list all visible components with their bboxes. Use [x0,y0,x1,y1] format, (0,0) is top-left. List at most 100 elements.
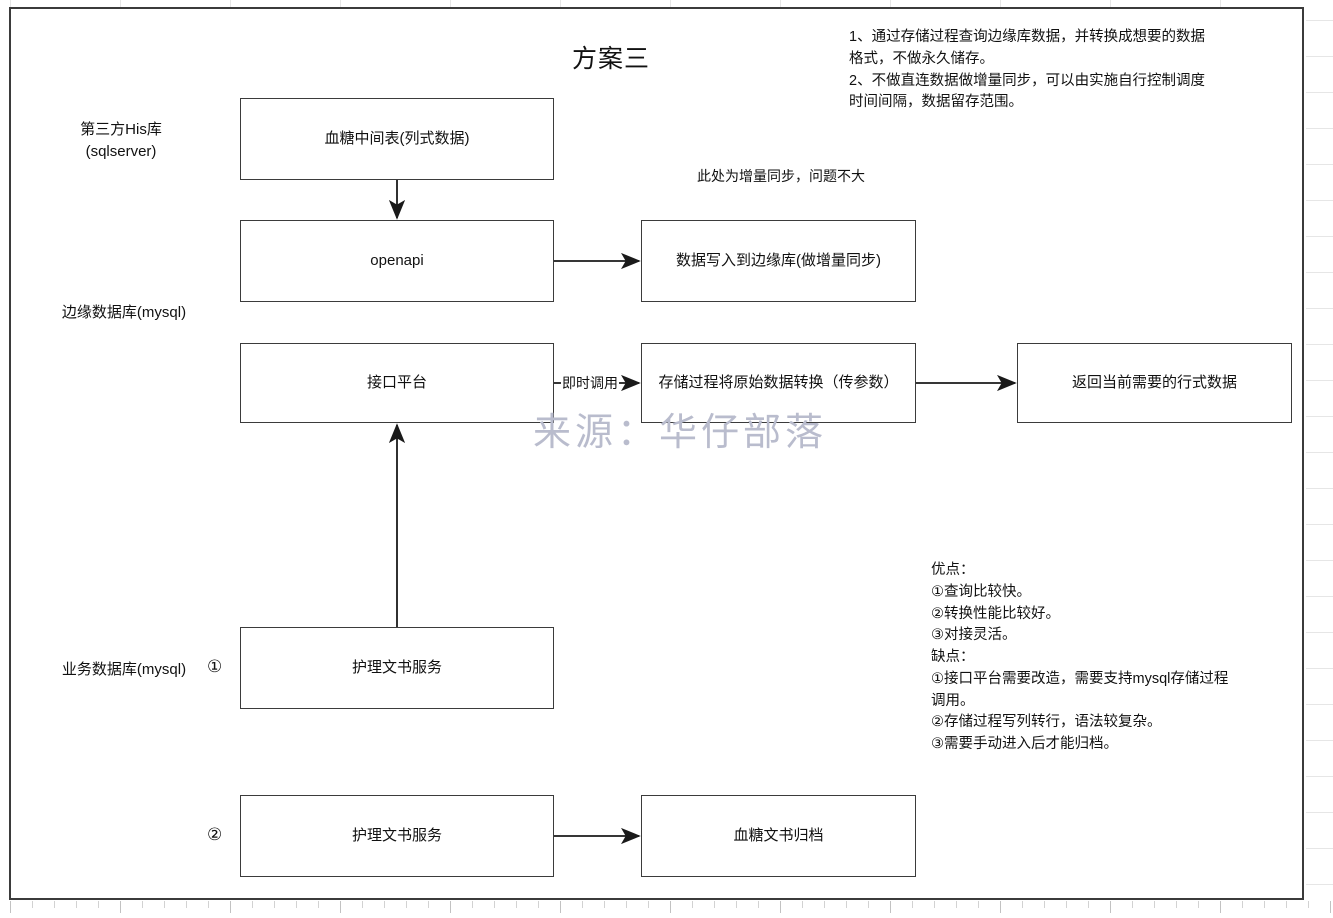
ruler-tick [340,0,341,8]
ruler-tick [1264,901,1265,908]
ruler-tick [582,901,583,908]
ruler-tick [1088,901,1089,908]
ruler-tick [670,901,671,913]
ruler-tick [692,901,693,908]
node-stored-procedure-transform-label: 存储过程将原始数据转换（传参数） [658,373,899,391]
ruler-tick [604,901,605,908]
node-glucose-mid-table-label: 血糖中间表(列式数据) [324,129,470,147]
ruler-tick [1306,452,1333,453]
ruler-tick [1154,901,1155,908]
ruler-tick [10,0,11,8]
node-glucose-mid-table[interactable]: 血糖中间表(列式数据) [240,98,554,180]
ruler-tick [978,901,979,908]
ruler-tick [1306,344,1333,345]
node-openapi-label: openapi [370,251,424,269]
ruler-tick [1132,901,1133,908]
ruler-tick [802,901,803,908]
side-label-his-db: 第三方His库 (sqlserver) [80,121,162,160]
node-write-to-edge-db-label: 数据写入到边缘库(做增量同步) [676,251,881,269]
ruler-tick [76,901,77,908]
ruler-tick [1306,524,1333,525]
ruler-tick [1306,380,1333,381]
ruler-tick [230,0,231,8]
ruler-tick [1306,272,1333,273]
node-nursing-doc-service-1[interactable]: 护理文书服务 [240,627,554,709]
side-label-edge-db: 边缘数据库(mysql) [61,304,187,321]
ruler-bottom [0,901,1333,918]
ruler-tick [98,901,99,908]
diagram-title: 方案三 [571,45,650,73]
node-return-row-data-label: 返回当前需要的行式数据 [1071,373,1237,391]
node-nursing-doc-service-2[interactable]: 护理文书服务 [240,795,554,877]
ruler-tick [846,901,847,908]
ruler-tick [296,901,297,908]
ruler-tick [252,901,253,908]
node-glucose-doc-archive-label: 血糖文书归档 [733,826,824,844]
ruler-tick [1306,596,1333,597]
ruler-tick [1306,884,1333,885]
ruler-tick [1306,488,1333,489]
ruler-tick [230,901,231,913]
ruler-tick [516,901,517,908]
note-pros-cons: 优点： ①查询比较快。 ②转换性能比较好。 ③对接灵活。 缺点： ①接口平台需要… [931,562,1229,752]
ruler-tick [32,901,33,908]
ruler-tick [934,901,935,908]
note-top-right: 1、通过存储过程查询边缘库数据，并转换成想要的数据 格式，不做永久储存。 2、不… [849,29,1206,111]
ruler-tick [1306,308,1333,309]
ruler-tick [1176,901,1177,908]
ruler-tick [780,0,781,8]
ruler-tick [736,901,737,908]
ruler-tick [1044,901,1045,908]
ruler-tick [538,901,539,908]
ruler-tick [384,901,385,908]
side-label-business-db: 业务数据库(mysql) [61,661,187,678]
ruler-tick [428,901,429,908]
node-interface-platform-label: 接口平台 [366,373,427,391]
ruler-tick [714,901,715,908]
ruler-tick [54,901,55,908]
ruler-tick [1306,632,1333,633]
ruler-tick [120,0,121,8]
ruler-tick [164,901,165,908]
ruler-tick [1306,812,1333,813]
ruler-tick [186,901,187,908]
ruler-tick [494,901,495,908]
ruler-tick [472,901,473,908]
node-return-row-data[interactable]: 返回当前需要的行式数据 [1017,343,1292,423]
ruler-tick [318,901,319,908]
ruler-tick [1306,848,1333,849]
ruler-tick [648,901,649,908]
ruler-tick [780,901,781,913]
ruler-tick [956,901,957,908]
ruler-tick [1066,901,1067,908]
ruler-tick [1306,776,1333,777]
node-stored-procedure-transform[interactable]: 存储过程将原始数据转换（传参数） [641,343,916,423]
ruler-tick [1306,128,1333,129]
marker-two: ② [207,825,223,844]
ruler-tick [758,901,759,908]
ruler-tick [1306,740,1333,741]
node-openapi[interactable]: openapi [240,220,554,302]
ruler-tick [1198,901,1199,908]
node-nursing-doc-service-2-label: 护理文书服务 [351,826,442,844]
ruler-tick [560,0,561,8]
ruler-tick [10,901,11,913]
node-interface-platform[interactable]: 接口平台 [240,343,554,423]
edge-label-realtime-call: 即时调用 [561,373,619,393]
ruler-tick [824,901,825,908]
ruler-tick [1306,416,1333,417]
node-write-to-edge-db[interactable]: 数据写入到边缘库(做增量同步) [641,220,916,302]
node-glucose-doc-archive[interactable]: 血糖文书归档 [641,795,916,877]
ruler-tick [362,901,363,908]
ruler-tick [450,901,451,913]
ruler-tick [1286,901,1287,908]
ruler-tick [890,901,891,913]
ruler-tick [670,0,671,8]
ruler-tick [1022,901,1023,908]
ruler-tick [890,0,891,8]
ruler-tick [450,0,451,8]
ruler-tick [1110,0,1111,8]
ruler-tick [1220,0,1221,8]
ruler-tick [626,901,627,908]
